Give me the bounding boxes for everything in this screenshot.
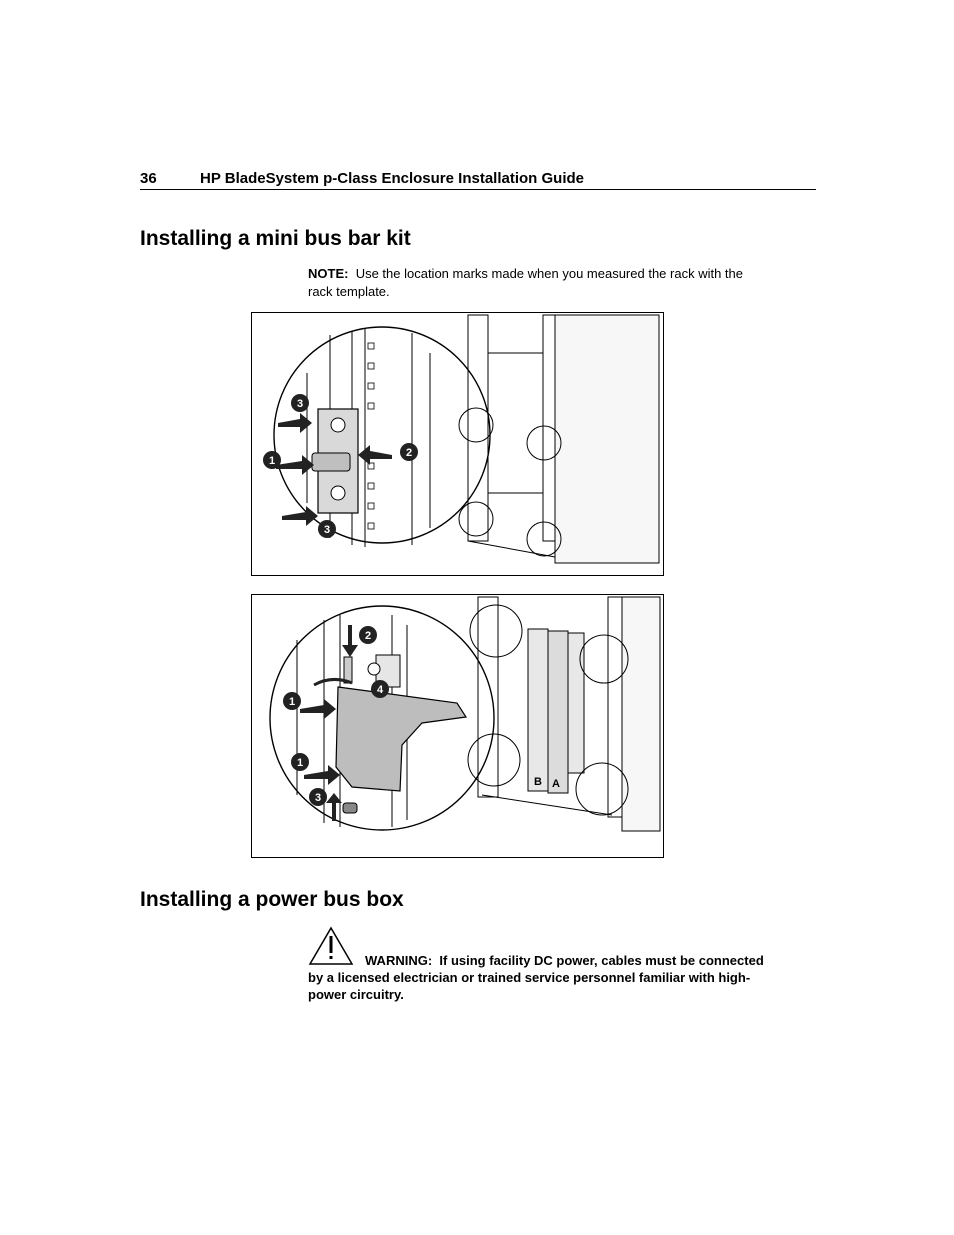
figure-1-illustration: 3 2 1 3 (263, 314, 660, 564)
section-heading-mini-bus-bar: Installing a mini bus bar kit (140, 227, 411, 250)
rack-outline (458, 314, 660, 564)
warning-text: WARNING: If using facility DC power, cab… (308, 926, 778, 1003)
figure-2-illustration: 2 4 1 1 3 B A (269, 596, 661, 832)
callout-1: 1 (269, 455, 275, 467)
label-b: B (534, 776, 542, 788)
callout-3-top: 3 (297, 398, 303, 410)
note-text: Use the location marks made when you mea… (308, 266, 743, 299)
figure-2-callouts: 2 4 1 1 3 (283, 626, 389, 806)
callout-2: 2 (365, 630, 371, 642)
label-a: A (552, 778, 560, 790)
warning-triangle-icon (308, 926, 354, 965)
document-title: HP BladeSystem p-Class Enclosure Install… (200, 170, 585, 187)
callout-3-bottom: 3 (324, 524, 330, 536)
note-block: NOTE: Use the location marks made when y… (308, 265, 768, 301)
running-header: 36 HP BladeSystem p-Class Enclosure Inst… (140, 168, 816, 190)
warning-block: WARNING: If using facility DC power, cab… (308, 926, 778, 1003)
callout-4: 4 (377, 684, 384, 696)
page-number: 36 (140, 170, 157, 187)
callout-2: 2 (406, 447, 412, 459)
figure-bus-bar-bracket-install: 2 4 1 1 3 B A (251, 594, 664, 858)
section-heading-power-bus-box: Installing a power bus box (140, 888, 404, 911)
warning-body: If using facility DC power, cables must … (308, 953, 764, 1002)
callout-1-top: 1 (289, 696, 295, 708)
warning-label: WARNING: (365, 953, 433, 968)
figure-1-callouts: 3 2 1 3 (263, 394, 418, 538)
rack-with-power-bus (467, 596, 661, 832)
figure-mini-bus-bar-install: 3 2 1 3 (251, 312, 664, 576)
note-label: NOTE: (308, 266, 349, 281)
callout-1-bottom: 1 (297, 757, 303, 769)
callout-3: 3 (315, 792, 321, 804)
